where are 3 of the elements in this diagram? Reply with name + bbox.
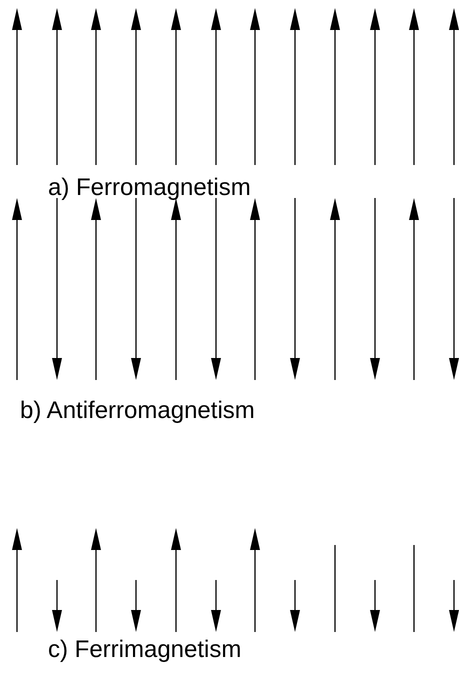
- caption-text: c) Ferrimagnetism: [48, 638, 242, 662]
- caption-text: b) Antiferromagnetism: [20, 399, 255, 423]
- caption-text: a) Ferromagnetism: [48, 176, 251, 200]
